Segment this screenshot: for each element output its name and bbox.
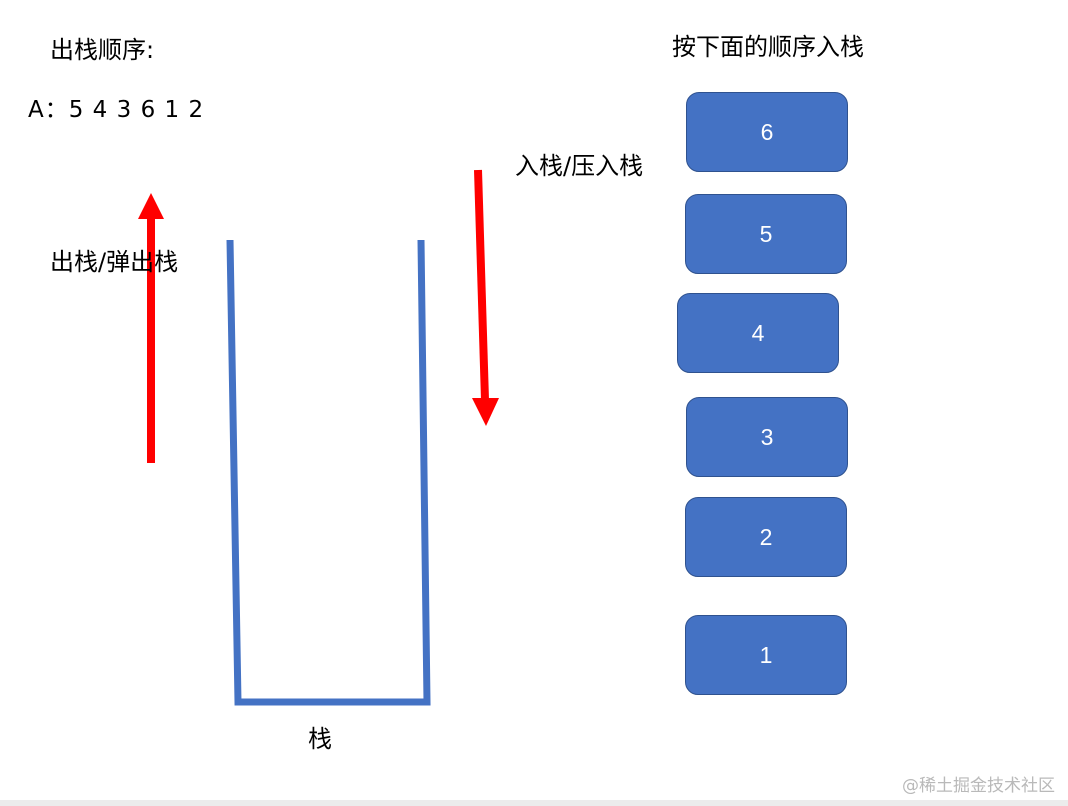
stack-element-box: 3 [686, 397, 848, 477]
pop-order-title: 出栈顺序: [50, 36, 155, 64]
push-arrow-head [472, 398, 499, 426]
push-order-title: 按下面的顺序入栈 [672, 33, 864, 61]
pop-arrow-label: 出栈/弹出栈 [50, 248, 179, 276]
stack-element-box: 5 [685, 194, 847, 274]
watermark: @稀土掘金技术社区 [902, 776, 1055, 796]
stack-element-box: 6 [686, 92, 848, 172]
push-arrow-shaft [474, 169, 489, 401]
stack-element-box: 2 [685, 497, 847, 577]
stack-element-box: 4 [677, 293, 839, 373]
bottom-bar [0, 800, 1068, 806]
pop-order-sequence: A：5 4 3 6 1 2 [28, 97, 205, 123]
pop-arrow-head [138, 193, 164, 219]
stack-container-outline [226, 239, 431, 706]
stack-label: 栈 [308, 725, 332, 753]
push-arrow-label: 入栈/压入栈 [515, 152, 644, 180]
stack-element-box: 1 [685, 615, 847, 695]
